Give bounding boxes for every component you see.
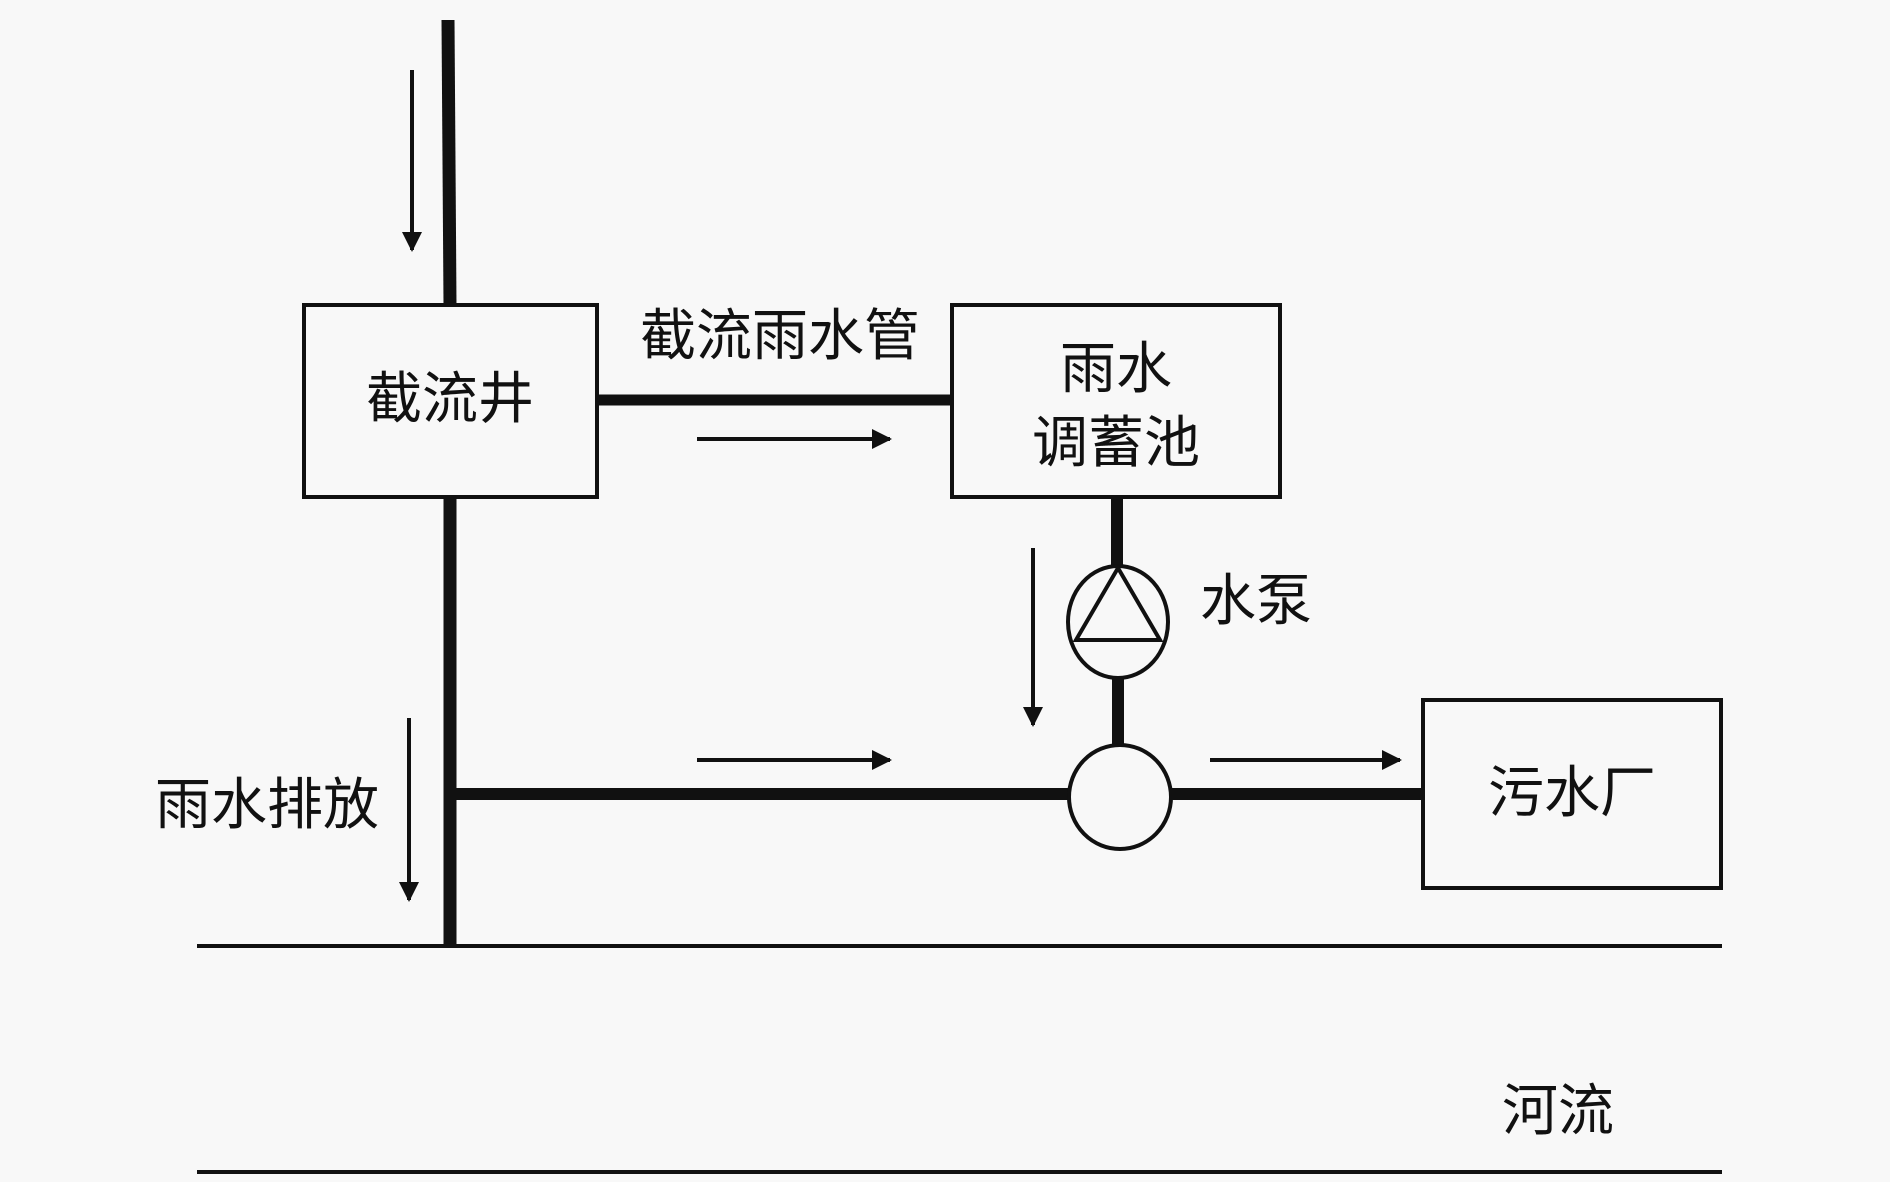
river-label: 河流 — [1502, 1079, 1614, 1144]
junction-node — [1067, 743, 1173, 851]
sewage-plant-label: 污水厂 — [1488, 761, 1656, 826]
sewage-plant-node — [1421, 698, 1723, 890]
pump-icon — [1072, 564, 1164, 642]
pump-label: 水泵 — [1200, 569, 1312, 634]
intercept-well-label: 截流井 — [366, 367, 534, 432]
storage-tank-label-line1: 雨水 — [1060, 337, 1172, 402]
intercept-pipe-label: 截流雨水管 — [640, 304, 920, 369]
rain-discharge-label: 雨水排放 — [155, 773, 379, 838]
storage-tank-label-line2: 调蓄池 — [1032, 411, 1200, 476]
inflow-pipe — [441, 19, 457, 306]
pump-node — [1066, 564, 1170, 680]
